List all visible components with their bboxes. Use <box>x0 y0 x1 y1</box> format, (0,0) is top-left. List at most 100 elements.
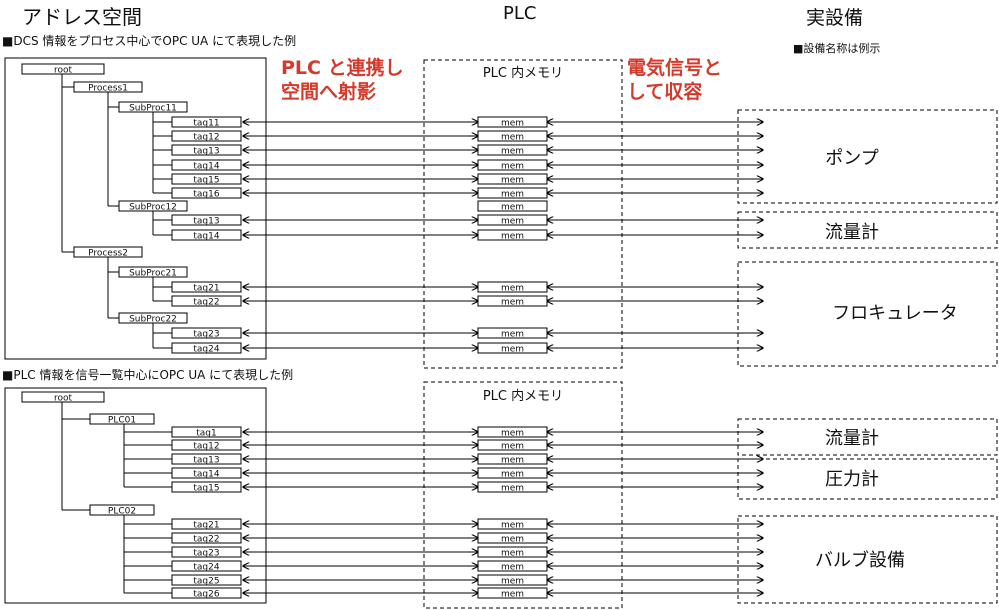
mem-cell-7: mem <box>477 229 548 242</box>
mem-cell-21-box <box>477 574 548 586</box>
mem-cell-15: mem <box>477 467 548 480</box>
bottom-tag-node-1-4[interactable]: tag25 <box>171 574 242 587</box>
bottom-plc-node-0[interactable]: PLC01 <box>89 413 155 426</box>
top-tag-node-0-1-1-box <box>171 229 242 241</box>
top-process-node-1[interactable]: Process2 <box>73 246 143 259</box>
bottom-plc-memory-label: PLC 内メモリ <box>483 388 563 404</box>
top-root-node[interactable]: root <box>21 63 105 76</box>
bottom-tag-node-0-1[interactable]: tag12 <box>171 439 242 452</box>
top-tag-node-1-0-0[interactable]: tag21 <box>171 281 242 294</box>
top-subproc-node-0-0[interactable]: SubProc11 <box>118 101 188 114</box>
mem-cell-9: mem <box>477 295 548 308</box>
bottom-tag-node-1-2[interactable]: tag23 <box>171 546 242 559</box>
bottom-tag-node-1-1[interactable]: tag22 <box>171 532 242 545</box>
mem-cell-12-label: mem <box>501 429 524 439</box>
top-process-node-0[interactable]: Process1 <box>73 81 143 94</box>
mem-cell-4-box <box>477 173 548 185</box>
top-tag-node-0-0-2[interactable]: tag13 <box>171 144 242 157</box>
mem-cell-17-box <box>477 518 548 530</box>
top-tag-node-0-0-3-box <box>171 159 242 171</box>
mem-cell-16: mem <box>477 481 548 494</box>
plc-header: PLC <box>503 3 536 24</box>
top-tag-node-0-0-3-label: tag14 <box>193 162 219 172</box>
equipment-label-flowmeter-bottom: 流量計 <box>825 428 879 449</box>
top-subproc-node-1-0[interactable]: SubProc21 <box>118 266 188 279</box>
top-tag-node-1-1-0[interactable]: tag23 <box>171 327 242 340</box>
top-tag-node-0-1-0[interactable]: tag13 <box>171 214 242 227</box>
signal-annotation-line2: して収容 <box>627 80 702 103</box>
bottom-tag-node-1-3[interactable]: tag24 <box>171 560 242 573</box>
top-plc-memory-frame <box>423 59 623 369</box>
bottom-plc-memory-frame <box>423 381 623 609</box>
mem-cell-spare-box <box>477 200 548 212</box>
mem-cell-14: mem <box>477 453 548 466</box>
mem-cell-17-label: mem <box>501 521 524 531</box>
mem-cell-7-box <box>477 229 548 241</box>
bottom-tag-node-0-3[interactable]: tag14 <box>171 467 242 480</box>
mem-cell-1-box <box>477 130 548 142</box>
bottom-tag-node-0-0-label: tag1 <box>196 429 216 439</box>
top-tag-node-0-1-1[interactable]: tag14 <box>171 229 242 242</box>
bottom-tag-node-1-2-label: tag23 <box>193 549 219 559</box>
top-subproc-node-0-1[interactable]: SubProc12 <box>118 200 188 213</box>
bottom-tag-node-1-2-box <box>171 546 242 558</box>
equipment-frame-flowmeter-bottom <box>737 418 998 456</box>
top-tag-node-0-0-5[interactable]: tag16 <box>171 187 242 200</box>
address-space-header: アドレス空間 <box>22 5 142 29</box>
bottom-tag-node-0-3-box <box>171 467 242 479</box>
mem-cell-spare-label: mem <box>501 203 524 213</box>
mem-cell-15-box <box>477 467 548 479</box>
bottom-tag-node-0-2[interactable]: tag13 <box>171 453 242 466</box>
top-tag-node-0-0-2-label: tag13 <box>193 147 219 157</box>
mem-cell-12-box <box>477 426 548 438</box>
bottom-tag-node-0-4-label: tag15 <box>193 484 219 494</box>
top-tag-node-0-0-0-label: tag11 <box>193 119 219 129</box>
bottom-root-node[interactable]: root <box>21 391 105 404</box>
bottom-tag-node-1-5[interactable]: tag26 <box>171 587 242 600</box>
bottom-plc-node-0-box <box>89 413 155 425</box>
mem-cell-1-label: mem <box>501 133 524 143</box>
equipment-frame-valve <box>737 515 998 604</box>
top-tag-node-1-0-1-box <box>171 295 242 307</box>
mem-cell-8-label: mem <box>501 284 524 294</box>
top-tag-node-1-1-1[interactable]: tag24 <box>171 342 242 355</box>
top-tag-node-0-0-1[interactable]: tag12 <box>171 130 242 143</box>
mem-cell-22-label: mem <box>501 590 524 600</box>
top-tag-node-0-0-4-label: tag15 <box>193 176 219 186</box>
bottom-tag-node-0-3-label: tag14 <box>193 470 219 480</box>
top-tag-node-0-0-1-box <box>171 130 242 142</box>
bottom-root-node-label: root <box>54 394 73 404</box>
mem-cell-5-box <box>477 187 548 199</box>
mem-cell-11: mem <box>477 342 548 355</box>
top-tag-node-0-0-0[interactable]: tag11 <box>171 116 242 129</box>
mem-cell-20-box <box>477 560 548 572</box>
mem-cell-3-label: mem <box>501 162 524 172</box>
top-tag-node-0-0-4[interactable]: tag15 <box>171 173 242 186</box>
top-tag-node-1-1-1-box <box>171 342 242 354</box>
bottom-tag-node-0-4[interactable]: tag15 <box>171 481 242 494</box>
bottom-tag-node-0-0[interactable]: tag1 <box>171 426 242 439</box>
top-root-node-box <box>21 63 105 75</box>
top-subproc-node-1-0-label: SubProc21 <box>129 269 177 279</box>
top-process-node-1-box <box>73 246 143 258</box>
top-subproc-node-1-1[interactable]: SubProc22 <box>118 312 188 325</box>
mem-cell-13-box <box>477 439 548 451</box>
top-address-space-frame <box>4 57 267 360</box>
top-tag-node-0-0-3[interactable]: tag14 <box>171 159 242 172</box>
top-plc-memory-label: PLC 内メモリ <box>483 65 563 81</box>
top-process-node-0-box <box>73 81 143 93</box>
bottom-tag-node-1-0[interactable]: tag21 <box>171 518 242 531</box>
connection-layer <box>61 74 763 593</box>
top-tag-node-1-0-1[interactable]: tag22 <box>171 295 242 308</box>
top-tag-node-0-0-1-label: tag12 <box>193 133 219 143</box>
equipment-label-flowmeter-top: 流量計 <box>825 222 879 243</box>
mem-cell-1: mem <box>477 130 548 143</box>
bottom-tag-node-0-0-box <box>171 426 242 438</box>
bottom-plc-node-1[interactable]: PLC02 <box>89 504 155 517</box>
equipment-frame-pump <box>737 109 998 204</box>
bottom-tag-node-0-4-box <box>171 481 242 493</box>
equipment-frame-flowmeter-top <box>737 211 998 249</box>
top-tag-node-0-0-2-box <box>171 144 242 156</box>
